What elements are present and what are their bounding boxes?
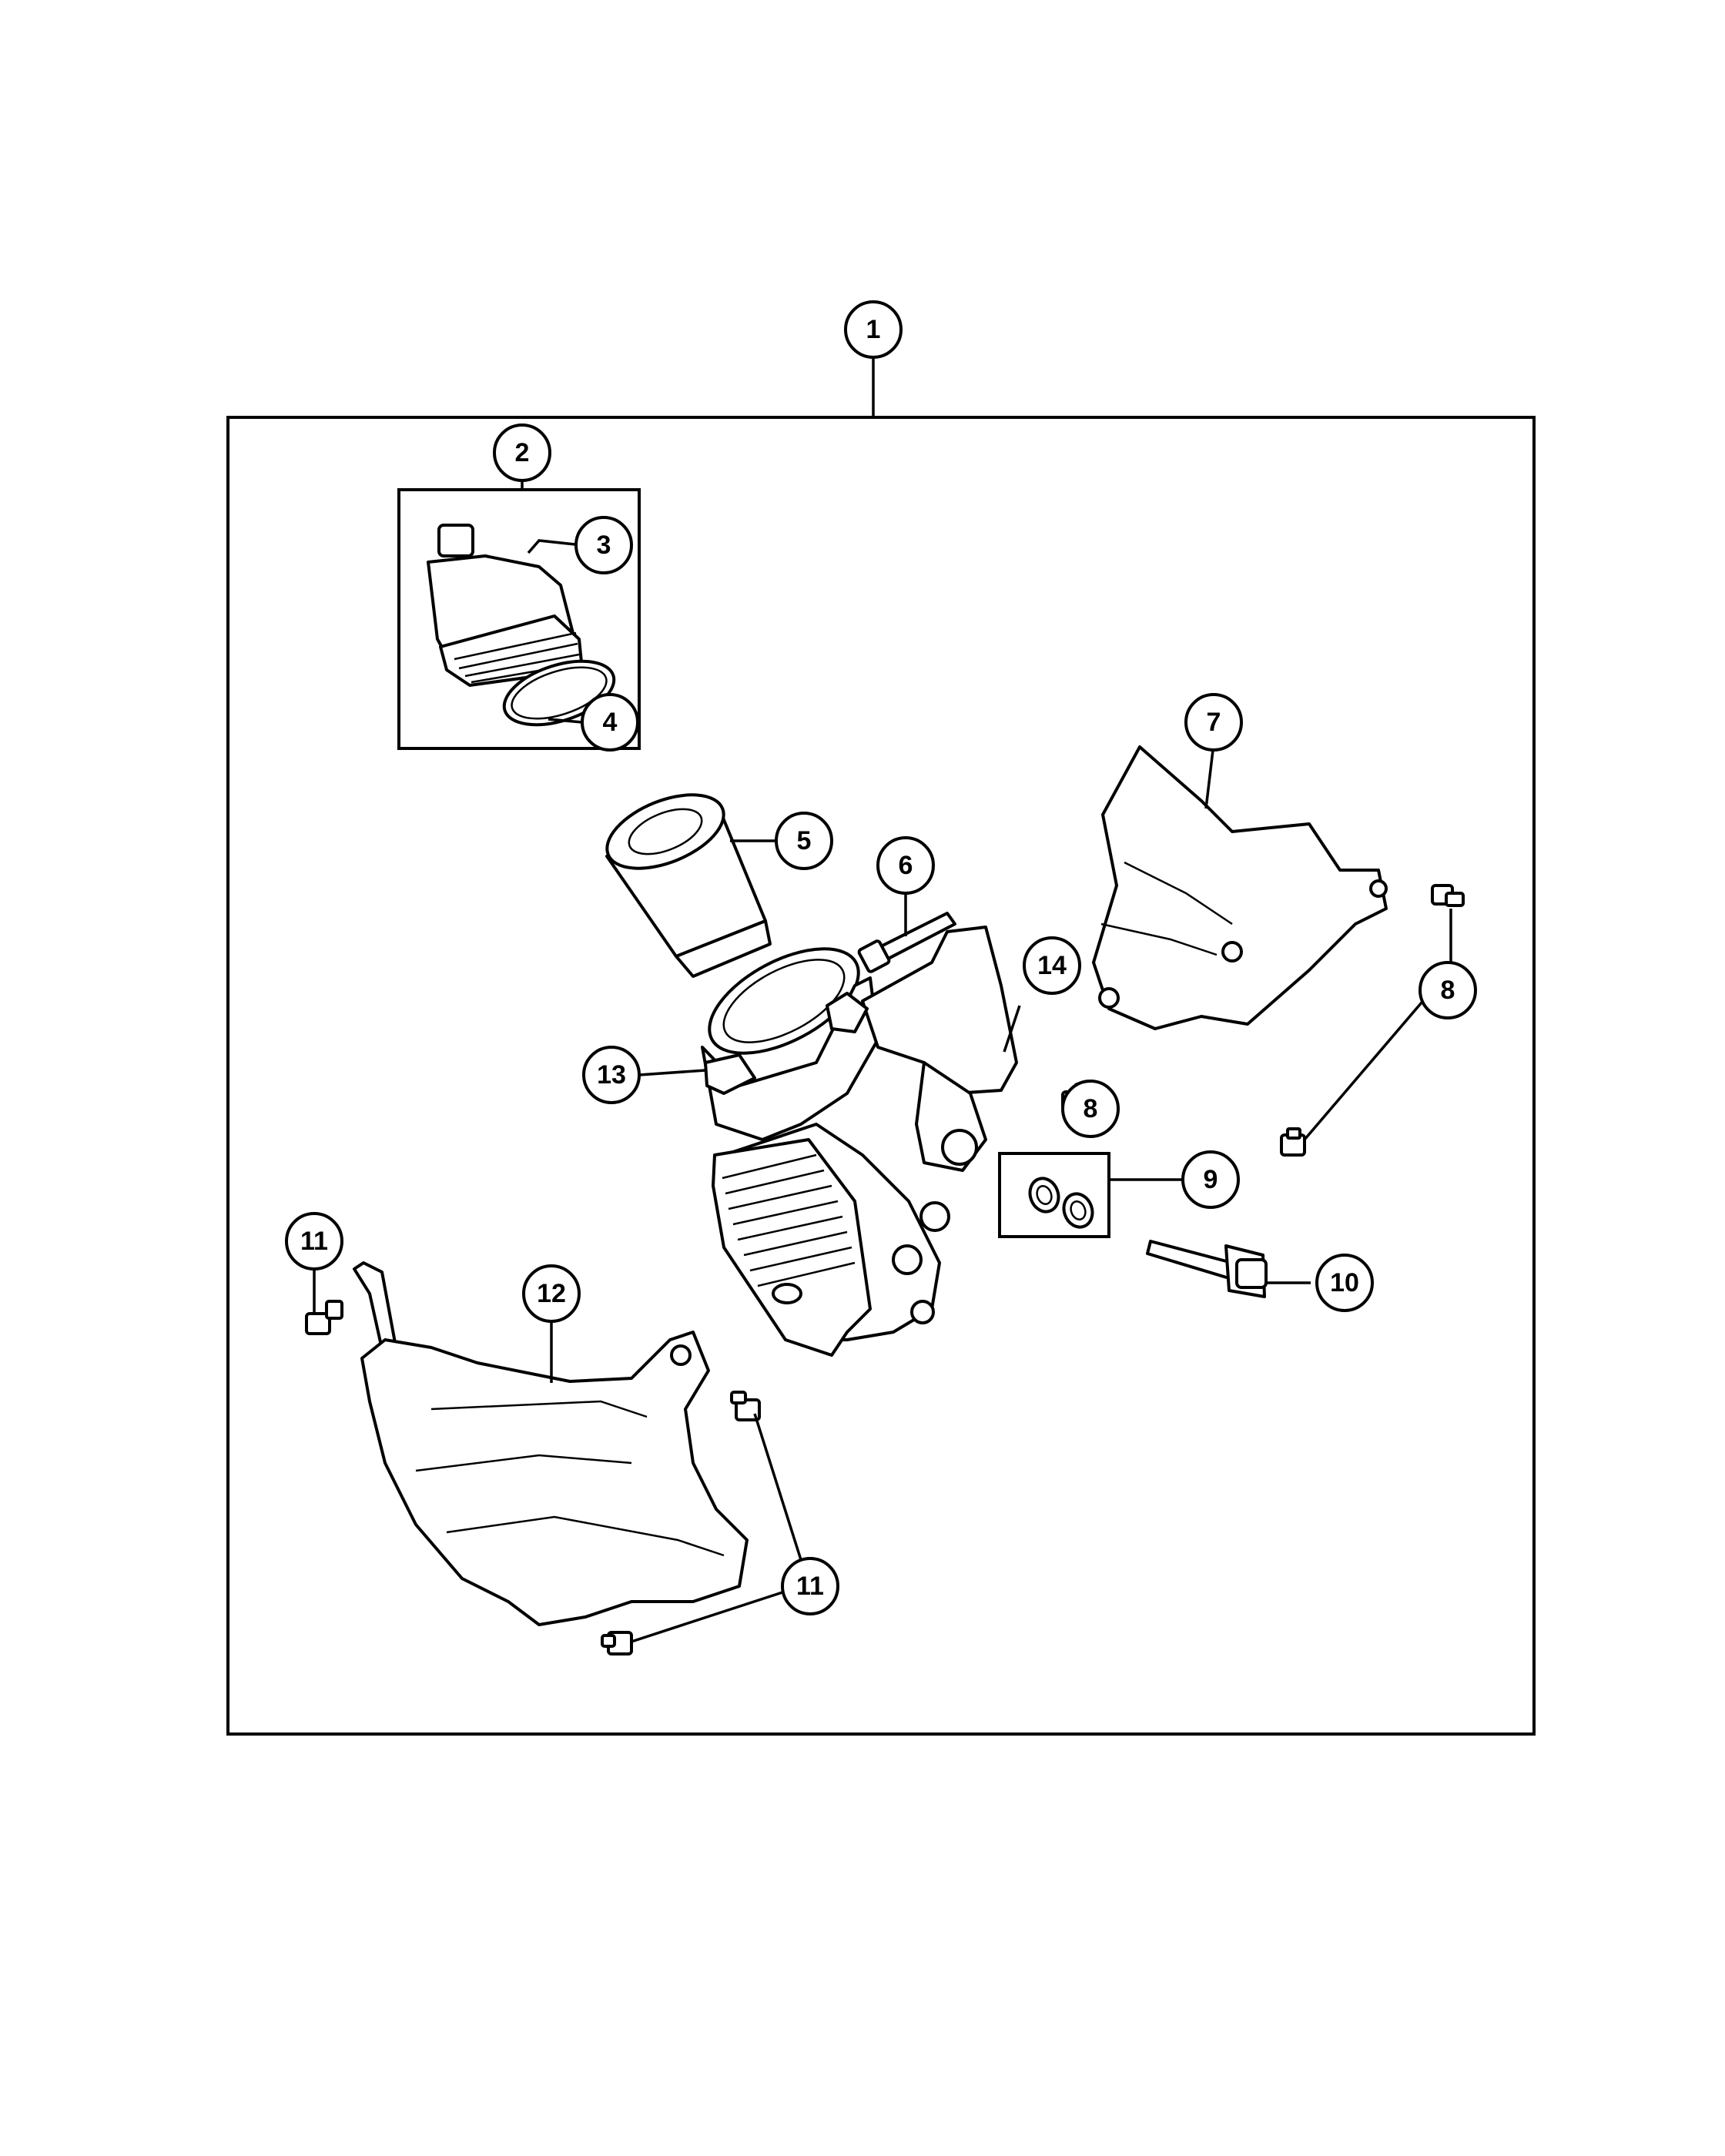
bolt-11-left-part [305, 1300, 343, 1335]
callout-11-left-label: 11 [300, 1227, 328, 1256]
callout-12-label: 12 [537, 1279, 566, 1308]
callout-8-upper: 8 [1419, 961, 1477, 1019]
callout-11-lower: 11 [781, 1557, 839, 1615]
callout-13-label: 13 [597, 1060, 626, 1090]
bolt-10-part [1146, 1240, 1268, 1298]
callout-7: 7 [1184, 693, 1243, 752]
callout-11-lower-label: 11 [796, 1572, 824, 1601]
filter-element-part [605, 793, 772, 978]
callout-2-label: 2 [515, 438, 530, 467]
callout-5: 5 [775, 812, 833, 870]
seal-washers-part [1028, 1177, 1094, 1229]
callout-13: 13 [582, 1046, 641, 1104]
bolt-6-part [857, 912, 956, 973]
filter-cap-part [427, 524, 584, 687]
callout-2: 2 [493, 424, 551, 482]
callout-11-left: 11 [285, 1212, 343, 1270]
callout-14: 14 [1023, 936, 1081, 995]
bolt-8-lower-part [1280, 1127, 1306, 1157]
callout-3-label: 3 [597, 531, 611, 560]
seal-kit-frame [998, 1152, 1110, 1238]
callout-1: 1 [844, 300, 903, 359]
callout-5-label: 5 [797, 826, 812, 855]
callout-9-label: 9 [1204, 1165, 1218, 1194]
callout-1-label: 1 [866, 315, 881, 344]
callout-10-label: 10 [1330, 1268, 1359, 1297]
bolt-11-lower-part [601, 1631, 633, 1656]
leader-lines [313, 356, 1452, 1643]
callout-10: 10 [1315, 1254, 1374, 1312]
oil-filter-housing-part [701, 926, 1018, 1357]
filter-cap-subassembly-frame [397, 488, 641, 750]
callout-9: 9 [1181, 1150, 1240, 1209]
callout-6: 6 [876, 836, 935, 895]
callout-7-label: 7 [1207, 708, 1221, 737]
callout-14-label: 14 [1037, 951, 1067, 980]
assembly-frame [226, 416, 1536, 1736]
bolt-8-upper-part [1431, 884, 1465, 907]
callout-8-lower: 8 [1061, 1080, 1120, 1138]
callout-4: 4 [581, 693, 639, 752]
callout-12: 12 [522, 1264, 581, 1323]
callout-6-label: 6 [899, 851, 913, 880]
left-heat-shield-part [353, 1261, 749, 1626]
right-heat-shield-part [1092, 745, 1388, 1030]
callout-4-label: 4 [603, 708, 618, 737]
callout-3: 3 [574, 516, 633, 574]
callout-8-lower-label: 8 [1084, 1094, 1098, 1123]
callout-8-upper-label: 8 [1441, 976, 1455, 1005]
bolt-11-center-part [730, 1391, 761, 1421]
